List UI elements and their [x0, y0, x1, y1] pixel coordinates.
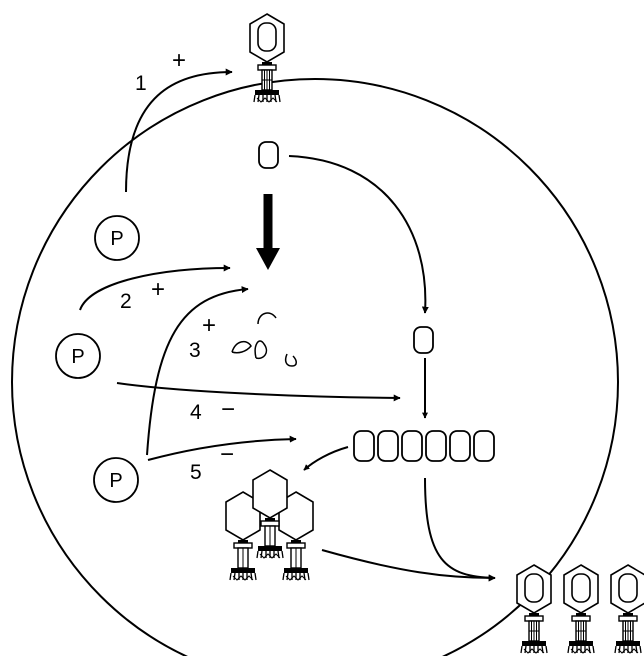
- arrow-step-3: [146, 286, 249, 456]
- bacteriophage-icon: [610, 564, 644, 654]
- arrow-assembly-release: [321, 549, 496, 582]
- step-3-number: 3: [189, 339, 201, 362]
- arrow-chain-release: [424, 477, 496, 582]
- step-2-effect: +: [151, 276, 165, 303]
- arrow-step-2: [79, 264, 231, 311]
- bacteriophage-icon: [563, 564, 599, 654]
- assembling-phage-cluster: [225, 469, 314, 581]
- step-1-number: 1: [135, 72, 147, 95]
- bacterial-cell: [11, 78, 619, 656]
- protein-p-3: P: [93, 457, 139, 503]
- protein-p-2: P: [55, 333, 101, 379]
- step-4-effect: −: [221, 396, 235, 423]
- arrow-step-5: [147, 435, 297, 461]
- svg-text:P: P: [71, 346, 84, 368]
- step-3-effect: +: [202, 312, 216, 339]
- arrow-capsid-flow: [288, 155, 429, 314]
- step-5-number: 5: [190, 461, 202, 484]
- capsid-icon: [413, 326, 434, 354]
- capsid-icon: [258, 141, 279, 169]
- degradation-fragments-icon: [231, 312, 297, 367]
- bacteriophage-icon: [516, 564, 552, 654]
- step-4-number: 4: [190, 401, 202, 424]
- step-2-number: 2: [120, 290, 132, 313]
- degradation-arrowhead: [256, 248, 280, 270]
- protein-p-1: P: [94, 215, 140, 261]
- arrow-chain-to-assembly: [303, 446, 349, 471]
- bacteriophage-icon: [249, 13, 285, 103]
- arrow-step-4: [116, 382, 401, 402]
- svg-text:P: P: [110, 228, 123, 250]
- arrow-step-1: [125, 68, 233, 193]
- svg-text:P: P: [109, 470, 122, 492]
- capsid-chain: [353, 430, 495, 462]
- step-5-effect: −: [220, 441, 234, 468]
- step-1-effect: +: [172, 47, 186, 74]
